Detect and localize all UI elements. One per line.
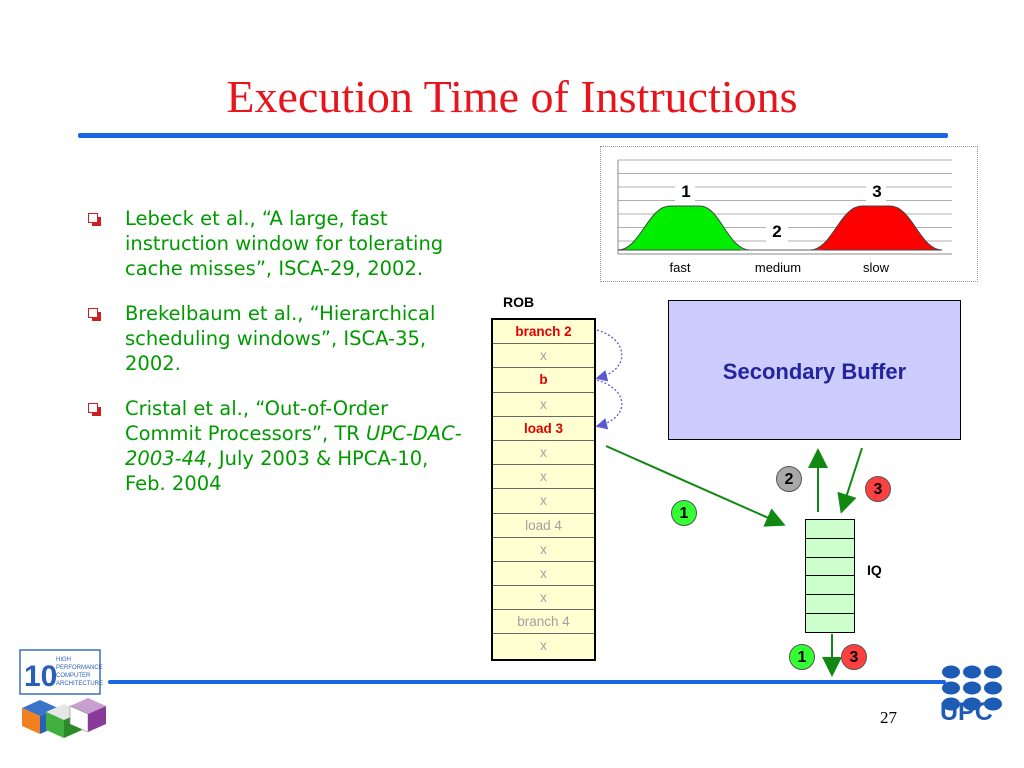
secondary-buffer: Secondary Buffer xyxy=(668,300,961,440)
execution-time-chart: 1 2 3 fast medium slow xyxy=(617,159,952,275)
slide-title: Execution Time of Instructions xyxy=(226,71,798,122)
rob-entry: x xyxy=(493,465,594,490)
badge-rob-to-iq: 1 xyxy=(671,500,697,526)
category-label-fast: fast xyxy=(670,260,691,275)
rob-entry: branch 4 xyxy=(493,610,594,635)
rob-entry: x xyxy=(493,538,594,562)
reference-item: Lebeck et al., “A large, fast instructio… xyxy=(88,206,468,281)
upc-logo xyxy=(942,665,1002,711)
iq-slot xyxy=(806,520,854,539)
rob-entry: x xyxy=(493,586,594,611)
peak-label-bg xyxy=(766,220,788,242)
iq-slot xyxy=(806,614,854,633)
rob-entry: load 4 xyxy=(493,514,594,538)
slow-distribution-area xyxy=(809,205,943,251)
category-label-medium: medium xyxy=(755,260,801,275)
upc-logo-text: UPC xyxy=(940,698,993,726)
reference-text: Brekelbaum et al., “Hierarchical schedul… xyxy=(125,302,436,375)
reference-text-pre: Cristal et al., “Out-of-Order Commit Pro… xyxy=(125,397,389,445)
reference-text: Lebeck et al., “A large, fast instructio… xyxy=(125,207,444,280)
rob-entry: x xyxy=(540,638,547,654)
page-number: 27 xyxy=(880,708,897,727)
peak-label-bg xyxy=(866,180,886,202)
svg-text:HIGH: HIGH xyxy=(56,657,71,663)
iq-slot xyxy=(806,576,854,596)
rob-entry: b xyxy=(493,368,594,393)
secondary-buffer-label: Secondary Buffer xyxy=(722,359,907,384)
rob-entry: x xyxy=(493,562,594,587)
iq-label: IQ xyxy=(867,562,882,578)
hpc-logo: 10 HIGH PERFORMANCE COMPUTER ARCHITECTUR… xyxy=(19,649,106,738)
svg-text:10: 10 xyxy=(24,660,57,693)
svg-text:COMPUTER: COMPUTER xyxy=(56,673,91,679)
dependency-arrow-b-load3 xyxy=(595,379,623,430)
reference-list: Lebeck et al., “A large, fast instructio… xyxy=(88,206,468,516)
rob-entry: x xyxy=(493,344,594,369)
peak-label-slow: 3 xyxy=(872,182,881,201)
iq-slot xyxy=(806,595,854,614)
rob-entry: x xyxy=(493,393,594,417)
svg-text:ARCHITECTURE: ARCHITECTURE xyxy=(56,681,103,687)
peak-label-fast: 1 xyxy=(681,182,690,201)
secondary-buffer-to-iq-arrow xyxy=(837,447,863,514)
peak-label-medium: 2 xyxy=(772,222,781,241)
footer-divider xyxy=(108,680,946,684)
reference-text-italic: UPC-DAC-2003-44 xyxy=(125,422,462,470)
badge-issue-fast: 1 xyxy=(789,644,815,670)
reference-item: Cristal et al., “Out-of-Order Commit Pro… xyxy=(88,396,468,496)
svg-text:PERFORMANCE: PERFORMANCE xyxy=(56,665,103,671)
dependency-arrow-branch2-b xyxy=(595,329,623,382)
rob-entry: load 3 xyxy=(493,417,594,441)
rob-entry: x xyxy=(493,489,594,514)
peak-label-bg xyxy=(675,180,695,202)
issue-queue xyxy=(805,519,855,633)
rob-entry: branch 2 xyxy=(493,320,594,345)
rob-label: ROB xyxy=(503,294,535,310)
reference-text-post: , July 2003 & HPCA-10, Feb. 2004 xyxy=(125,447,429,495)
category-label-slow: slow xyxy=(863,260,890,275)
fast-distribution-area xyxy=(617,205,751,251)
bullet-square-icon xyxy=(88,403,101,416)
bullet-square-icon xyxy=(88,213,101,226)
title-divider xyxy=(78,133,948,138)
bullet-square-icon xyxy=(88,308,101,321)
badge-sb-out: 2 xyxy=(776,466,802,492)
badge-issue-slow: 3 xyxy=(841,644,867,670)
badge-sb-in: 3 xyxy=(865,476,891,502)
rob-entry: x xyxy=(493,441,594,466)
execution-time-chart-frame xyxy=(600,146,978,282)
reference-item: Brekelbaum et al., “Hierarchical schedul… xyxy=(88,301,468,376)
iq-slot xyxy=(806,558,854,577)
iq-slot xyxy=(806,539,854,558)
